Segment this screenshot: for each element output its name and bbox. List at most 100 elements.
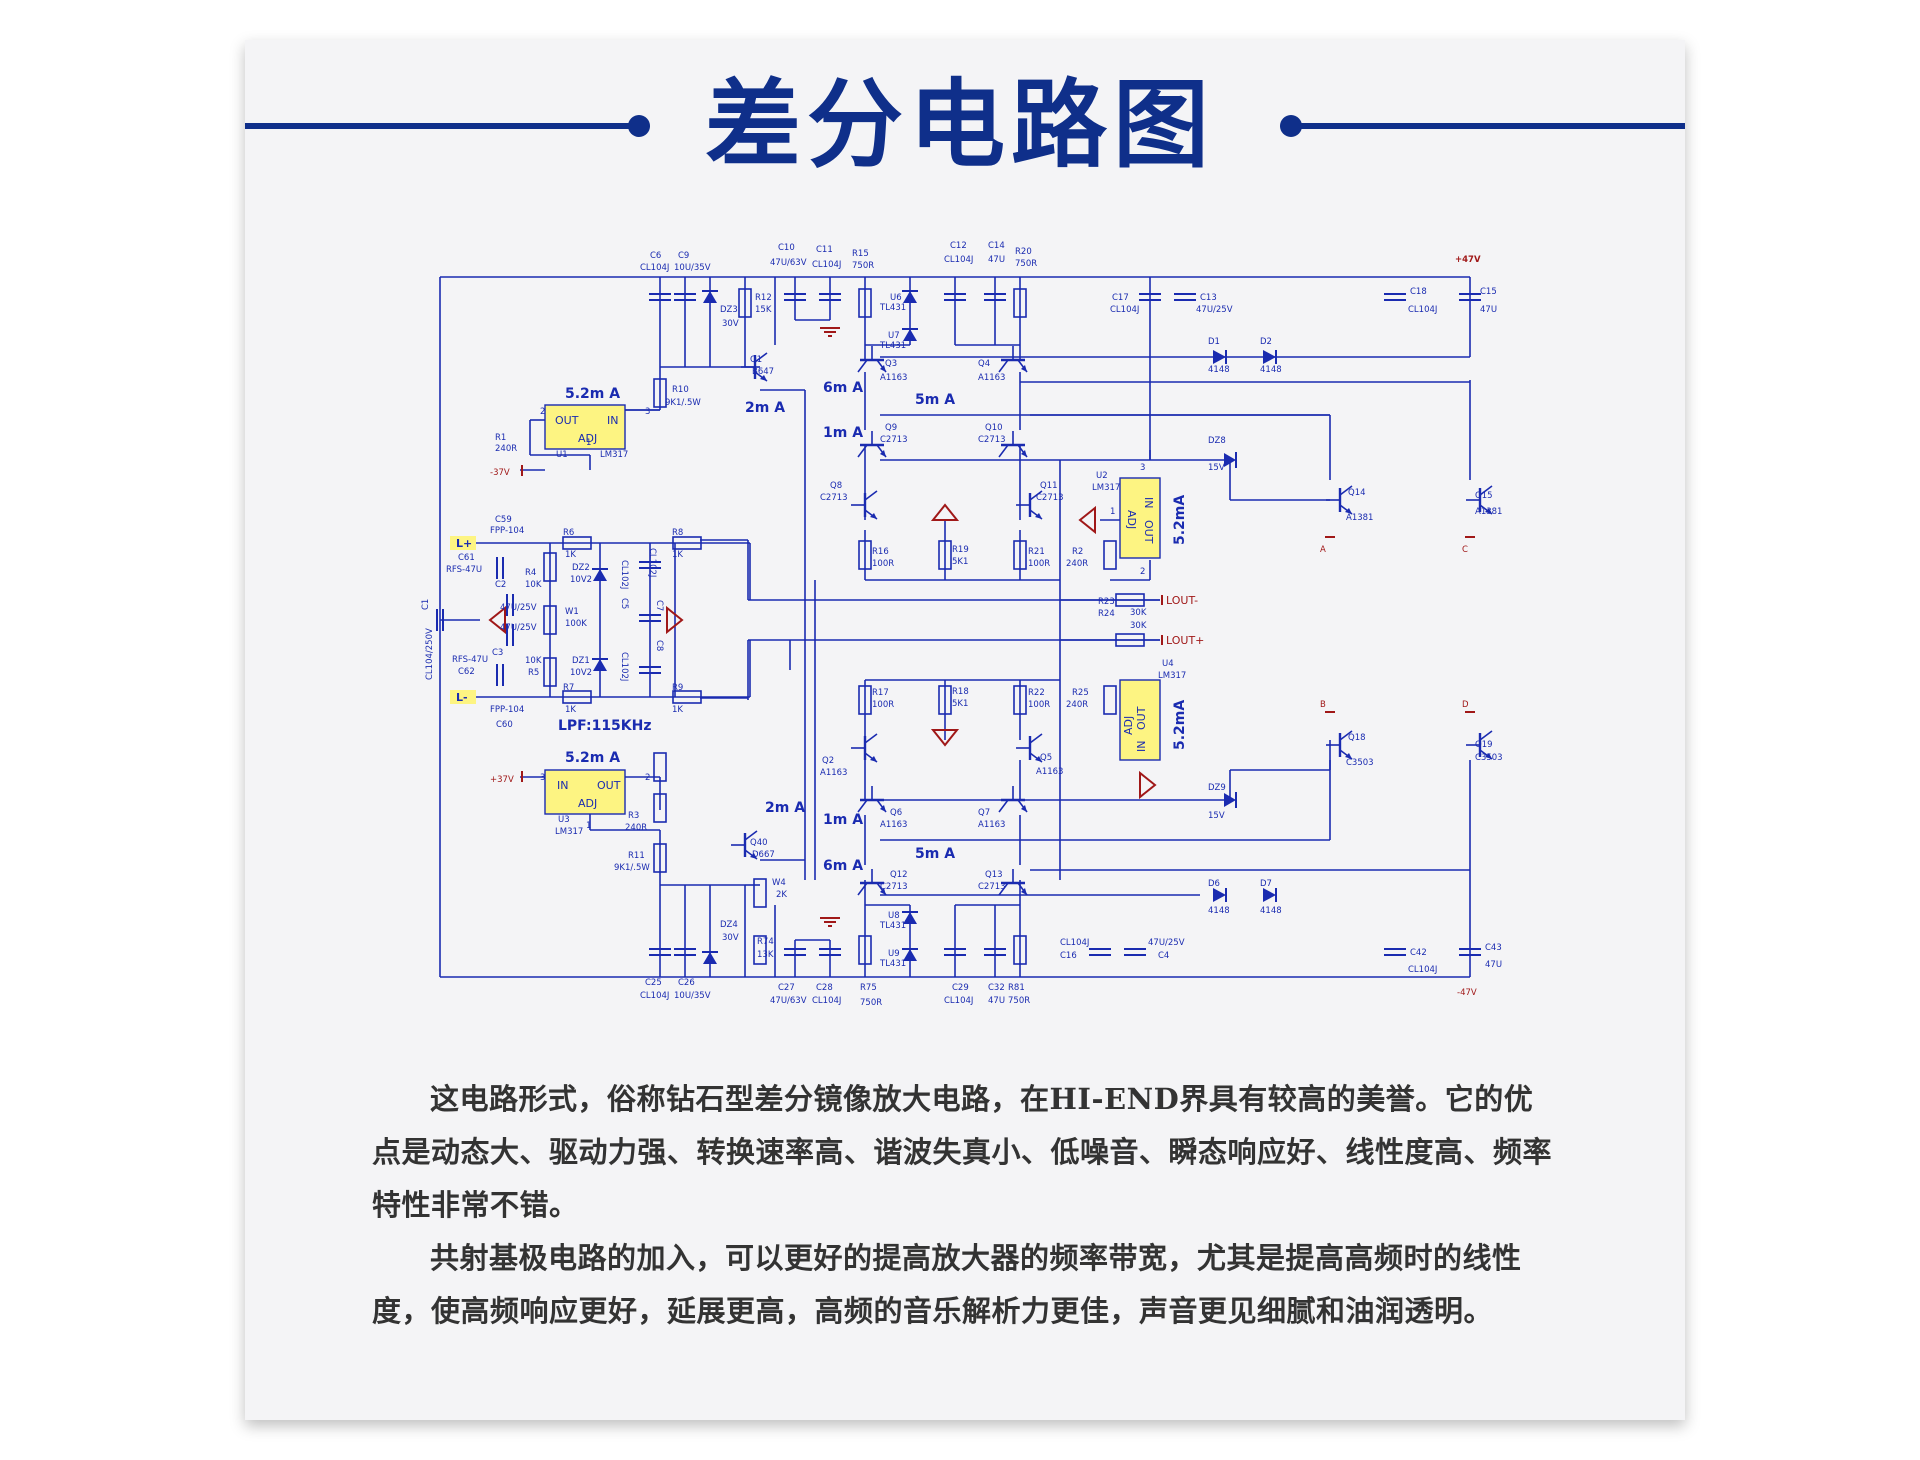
svg-text:Q7: Q7 (978, 808, 990, 818)
svg-text:R18: R18 (952, 687, 969, 697)
svg-text:5.2m A: 5.2m A (565, 386, 620, 402)
svg-text:R21: R21 (1028, 547, 1045, 557)
svg-text:Q14: Q14 (1348, 488, 1366, 498)
svg-text:C4: C4 (1158, 951, 1169, 961)
svg-text:R25: R25 (1072, 688, 1089, 698)
svg-text:750R: 750R (860, 998, 882, 1008)
svg-text:OUT: OUT (597, 779, 621, 792)
svg-text:D2: D2 (1260, 337, 1272, 347)
svg-text:1: 1 (586, 438, 591, 448)
svg-text:U6: U6 (890, 293, 902, 303)
svg-text:C5: C5 (619, 598, 629, 609)
svg-text:A1163: A1163 (880, 820, 907, 830)
svg-text:47U: 47U (1480, 305, 1497, 315)
svg-text:ADJ: ADJ (578, 797, 597, 810)
svg-text:FPP-104: FPP-104 (490, 705, 524, 715)
svg-text:Q10: Q10 (985, 423, 1003, 433)
svg-text:U8: U8 (888, 911, 900, 921)
svg-text:47U/25V: 47U/25V (1148, 938, 1185, 948)
svg-text:1: 1 (1110, 507, 1115, 517)
svg-text:2m A: 2m A (765, 800, 805, 816)
svg-text:A1163: A1163 (978, 373, 1005, 383)
svg-text:C12: C12 (950, 241, 967, 251)
svg-text:L-: L- (456, 691, 468, 704)
svg-text:47U/25V: 47U/25V (1196, 305, 1233, 315)
svg-text:C60: C60 (496, 720, 513, 730)
svg-text:C2713: C2713 (978, 882, 1006, 892)
svg-text:6m A: 6m A (823, 858, 863, 874)
svg-text:TL431: TL431 (879, 959, 906, 969)
svg-text:DZ3: DZ3 (720, 305, 738, 315)
svg-text:Q12: Q12 (890, 870, 908, 880)
svg-text:C18: C18 (1410, 287, 1427, 297)
svg-text:30V: 30V (722, 319, 739, 329)
svg-text:D1: D1 (1208, 337, 1220, 347)
svg-text:Q18: Q18 (1348, 733, 1366, 743)
svg-text:DZ4: DZ4 (720, 920, 738, 930)
svg-text:C15: C15 (1480, 287, 1497, 297)
svg-text:Q19: Q19 (1475, 740, 1493, 750)
svg-text:A1163: A1163 (978, 820, 1005, 830)
svg-text:B647: B647 (752, 367, 774, 377)
svg-text:IN: IN (1142, 497, 1155, 508)
svg-text:C13: C13 (1200, 293, 1217, 303)
svg-text:A1381: A1381 (1346, 513, 1373, 523)
svg-text:LOUT-: LOUT- (1166, 594, 1198, 607)
svg-text:10V2: 10V2 (570, 668, 592, 678)
svg-text:2K: 2K (776, 890, 787, 900)
svg-text:FPP-104: FPP-104 (490, 526, 524, 536)
svg-text:TL431: TL431 (879, 303, 906, 313)
svg-text:R9: R9 (672, 683, 683, 693)
lm317-u1: OUT IN ADJ (544, 404, 626, 450)
svg-text:A: A (1320, 545, 1326, 555)
lm317-u3: IN OUT ADJ (544, 769, 626, 815)
svg-text:C2: C2 (495, 580, 506, 590)
svg-text:W1: W1 (565, 607, 579, 617)
svg-text:C25: C25 (645, 978, 662, 988)
svg-text:10K: 10K (525, 580, 542, 590)
svg-text:C26: C26 (678, 978, 695, 988)
svg-text:-47V: -47V (1457, 988, 1477, 998)
svg-text:Q8: Q8 (830, 481, 842, 491)
svg-text:10V2: 10V2 (570, 575, 592, 585)
svg-text:C29: C29 (952, 983, 969, 993)
svg-text:LM317: LM317 (555, 827, 583, 837)
svg-text:10U/35V: 10U/35V (674, 263, 711, 273)
svg-text:47U/25V: 47U/25V (500, 623, 537, 633)
svg-text:R3: R3 (628, 811, 639, 821)
svg-text:A1163: A1163 (880, 373, 907, 383)
svg-text:IN: IN (607, 414, 618, 427)
svg-text:5m A: 5m A (915, 846, 955, 862)
svg-text:R22: R22 (1028, 688, 1045, 698)
svg-text:4148: 4148 (1208, 365, 1230, 375)
svg-text:R8: R8 (672, 528, 683, 538)
svg-text:C7: C7 (654, 600, 664, 611)
svg-text:U3: U3 (558, 815, 570, 825)
svg-text:OUT: OUT (1142, 520, 1155, 544)
svg-text:IN: IN (557, 779, 568, 792)
svg-text:U9: U9 (888, 949, 900, 959)
svg-text:U7: U7 (888, 331, 900, 341)
svg-text:3: 3 (540, 773, 545, 783)
svg-text:R12: R12 (755, 293, 772, 303)
svg-text:100R: 100R (872, 700, 894, 710)
svg-text:IN: IN (1135, 741, 1148, 752)
svg-text:3: 3 (645, 407, 650, 417)
svg-text:C2713: C2713 (880, 882, 908, 892)
svg-text:U1: U1 (556, 450, 568, 460)
svg-text:R7: R7 (563, 683, 574, 693)
svg-text:LM317: LM317 (1158, 671, 1186, 681)
svg-text:CL104J: CL104J (1408, 305, 1437, 315)
svg-text:D667: D667 (752, 850, 775, 860)
svg-text:Q6: Q6 (890, 808, 902, 818)
svg-text:R6: R6 (563, 528, 574, 538)
svg-text:C2713: C2713 (978, 435, 1006, 445)
svg-text:DZ9: DZ9 (1208, 783, 1226, 793)
svg-text:13K: 13K (757, 950, 774, 960)
svg-text:2: 2 (645, 773, 650, 783)
svg-text:DZ2: DZ2 (572, 563, 590, 573)
svg-text:C17: C17 (1112, 293, 1129, 303)
svg-text:30K: 30K (1130, 608, 1147, 618)
